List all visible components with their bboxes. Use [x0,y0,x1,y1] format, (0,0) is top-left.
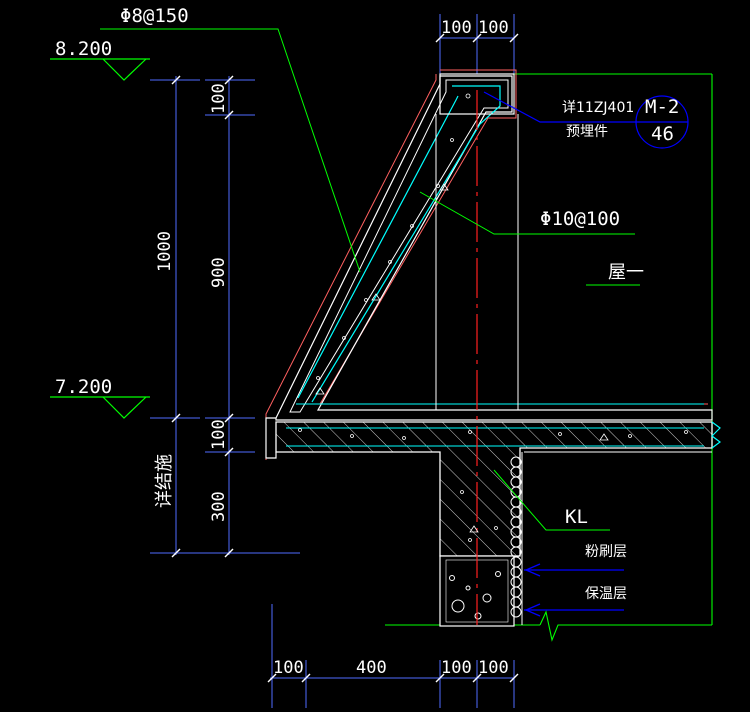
dim-v-100a: 100 [209,83,229,114]
dim-b-100b: 100 [441,658,472,678]
ref-sheet-label: 46 [651,123,674,145]
ref-code-label: M-2 [645,96,679,118]
level-markers [50,58,150,419]
dim-v-900: 900 [209,257,229,288]
parapet [265,69,713,460]
dim-v-300: 300 [209,491,229,522]
dim-v-100b: 100 [209,419,229,450]
insulation-layer [510,451,712,625]
dimension-lines [150,14,515,708]
beam-label: KL [565,506,588,528]
layer-arrows [524,563,624,617]
level-bottom-label: 7.200 [55,376,112,398]
dim-b-400: 400 [356,658,387,678]
rebar-top-label: Φ8@150 [120,5,189,27]
dim-b-100c: 100 [478,658,509,678]
dimension-ticks [171,33,519,683]
dim-top-left: 100 [441,18,472,38]
leader-lines [100,28,640,531]
dim-b-100a: 100 [273,658,304,678]
detail-ref-label: 详11ZJ401 [562,100,634,116]
insulation-label: 保温层 [585,586,627,602]
roof-slab [265,417,721,557]
embedded-label: 预埋件 [566,124,608,140]
room-label: 屋一 [608,262,644,283]
level-top-label: 8.200 [55,38,112,60]
aggregate-marks [298,93,688,542]
dim-v-total: 1000 [155,231,175,272]
struct-note-label: 详结施 [154,454,175,508]
rebar-mid-label: Φ10@100 [540,208,620,230]
plaster-label: 粉刷层 [585,544,627,560]
dim-top-right: 100 [478,18,509,38]
detail-callout [483,91,689,149]
frame-lines [385,73,713,642]
